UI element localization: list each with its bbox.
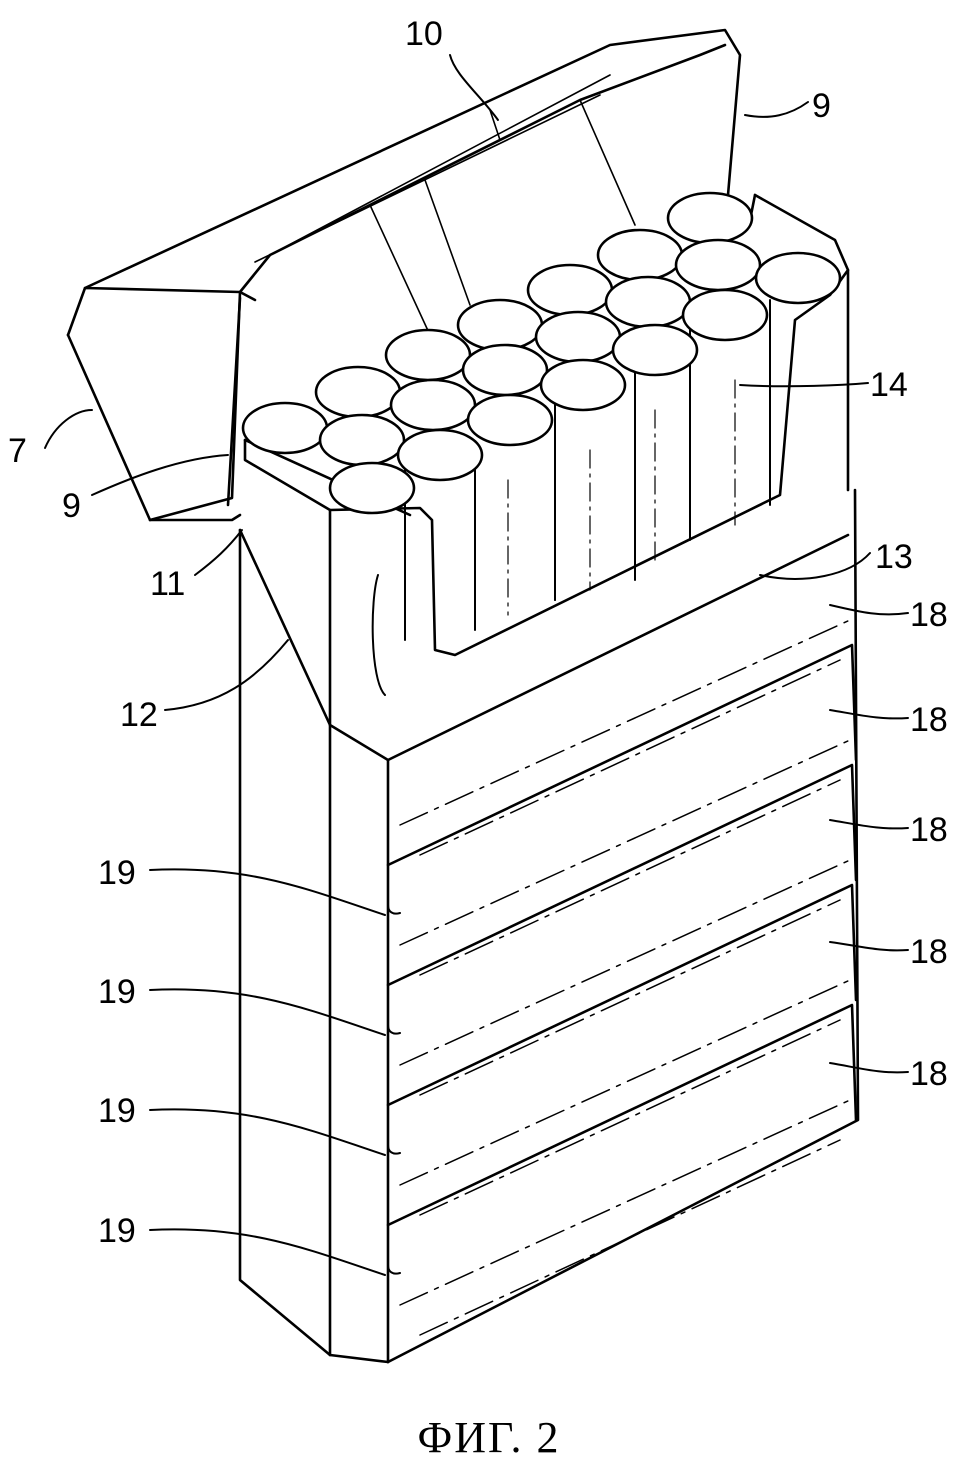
label-inner-frame: 13 (875, 538, 913, 576)
label-hinge-line: 10 (405, 15, 443, 53)
leader-lines (44, 54, 909, 1276)
label-band-4: 18 (910, 933, 948, 971)
outer-box (238, 488, 860, 1364)
cigarette-ends (241, 191, 842, 515)
label-band-1: 18 (910, 596, 948, 634)
label-band-3: 18 (910, 811, 948, 849)
bands (386, 643, 858, 1275)
figure-caption: ФИГ. 2 (417, 1413, 561, 1462)
label-collar-edge: 12 (120, 696, 158, 734)
label-band-end-1: 19 (98, 854, 136, 892)
label-lid-edge-right: 9 (812, 87, 831, 125)
label-cigarette: 14 (870, 366, 908, 404)
label-band-end-4: 19 (98, 1212, 136, 1250)
lid (66, 28, 742, 522)
reference-labels: 10 9 7 9 11 14 13 18 12 18 18 19 18 19 1… (8, 15, 948, 1250)
label-lid-edge-left: 9 (62, 487, 81, 525)
label-hinge-corner: 11 (150, 565, 185, 603)
label-band-end-2: 19 (98, 973, 136, 1011)
hatching (399, 619, 851, 1336)
cigarettes (404, 299, 771, 641)
label-lid: 7 (8, 432, 27, 470)
label-band-5: 18 (910, 1055, 948, 1093)
label-band-2: 18 (910, 701, 948, 739)
label-band-end-3: 19 (98, 1092, 136, 1130)
